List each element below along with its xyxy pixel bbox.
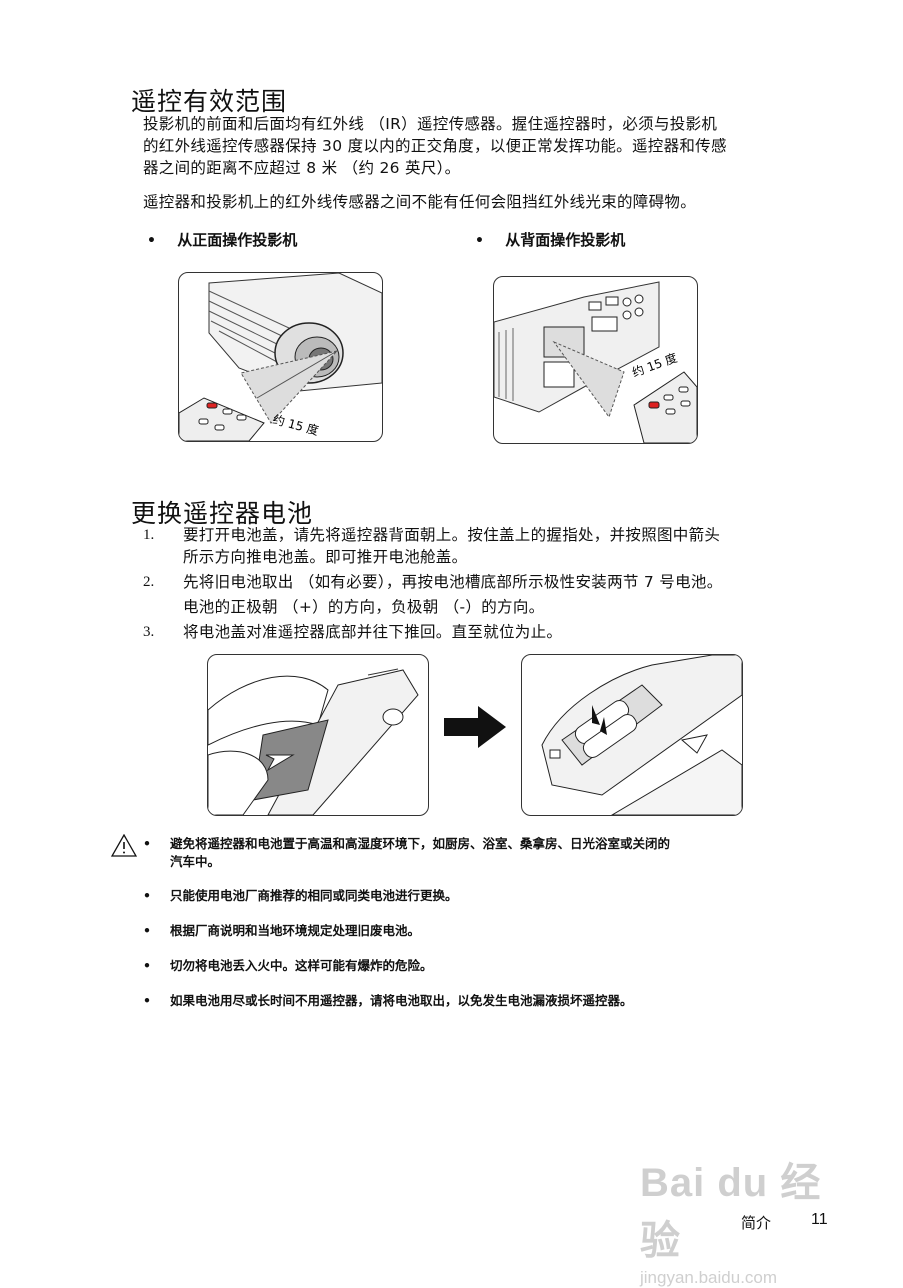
- paragraph-line: 的红外线遥控传感器保持 30 度以内的正交角度，以便正常发挥功能。遥控器和传感: [143, 137, 727, 155]
- note-item: • 根据厂商说明和当地环境规定处理旧废电池。: [143, 922, 823, 940]
- bullet: •: [147, 233, 156, 249]
- step-line: 将电池盖对准遥控器底部并往下推回。直至就位为止。: [183, 623, 563, 641]
- watermark-brand: Bai du 经验: [640, 1161, 822, 1263]
- battery-cover-illustration: [207, 654, 429, 816]
- caption-front: • 从正面操作投影机: [147, 229, 297, 250]
- bullet: •: [143, 993, 151, 1008]
- bullet: •: [143, 923, 151, 938]
- baidu-watermark: Bai du 经验 jingyan.baidu.com: [640, 1150, 860, 1287]
- step-line: 先将旧电池取出 （如有必要），再按电池槽底部所示极性安装两节 7 号电池。: [183, 573, 723, 591]
- bullet: •: [143, 958, 151, 973]
- remote-range-paragraph: 投影机的前面和后面均有红外线 （IR）遥控传感器。握住遥控器时，必须与投影机 的…: [143, 113, 843, 179]
- note-line: 汽车中。: [170, 854, 221, 869]
- step-number: 3.: [143, 624, 155, 640]
- step-line: 电池的正极朝 （+）的方向，负极朝 （-）的方向。: [183, 598, 545, 616]
- section-title-remote-range: 遥控有效范围: [131, 87, 288, 116]
- step-item: 2. 先将旧电池取出 （如有必要），再按电池槽底部所示极性安装两节 7 号电池。…: [143, 571, 843, 618]
- paragraph-line: 投影机的前面和后面均有红外线 （IR）遥控传感器。握住遥控器时，必须与投影机: [143, 115, 718, 133]
- step-number: 1.: [143, 527, 155, 543]
- note-item: • 只能使用电池厂商推荐的相同或同类电池进行更换。: [143, 887, 823, 905]
- note-item: • 如果电池用尽或长时间不用遥控器，请将电池取出，以免发生电池漏液损坏遥控器。: [143, 992, 823, 1010]
- battery-insert-illustration: [521, 654, 743, 816]
- note-item: • 切勿将电池丢入火中。这样可能有爆炸的危险。: [143, 957, 823, 975]
- arrow-right-icon: [444, 706, 506, 748]
- front-operation-illustration: 约 15 度: [178, 272, 383, 442]
- warning-triangle-icon: [111, 834, 137, 857]
- section-title-replace-battery: 更换遥控器电池: [131, 499, 314, 528]
- steps-list: 1. 要打开电池盖，请先将遥控器背面朝上。按住盖上的握指处，并按照图中箭头 所示…: [143, 524, 843, 643]
- note-item: • 避免将遥控器和电池置于高温和高湿度环境下，如厨房、浴室、桑拿房、日光浴室或关…: [143, 835, 823, 871]
- step-number: 2.: [143, 574, 155, 590]
- page-number: 11: [811, 1211, 828, 1228]
- footer-section-name: 简介: [741, 1214, 772, 1232]
- warning-notes: • 避免将遥控器和电池置于高温和高湿度环境下，如厨房、浴室、桑拿房、日光浴室或关…: [143, 835, 823, 1010]
- bullet: •: [143, 888, 151, 903]
- watermark-url: jingyan.baidu.com: [640, 1268, 778, 1287]
- note-line: 根据厂商说明和当地环境规定处理旧废电池。: [170, 923, 421, 938]
- step-item: 1. 要打开电池盖，请先将遥控器背面朝上。按住盖上的握指处，并按照图中箭头 所示…: [143, 524, 843, 568]
- caption-front-text: 从正面操作投影机: [177, 231, 298, 249]
- obstacle-paragraph: 遥控器和投影机上的红外线传感器之间不能有任何会阻挡红外线光束的障碍物。: [143, 193, 697, 211]
- note-line: 切勿将电池丢入火中。这样可能有爆炸的危险。: [170, 958, 433, 973]
- step-line: 要打开电池盖，请先将遥控器背面朝上。按住盖上的握指处，并按照图中箭头: [183, 526, 721, 544]
- step-item: 3. 将电池盖对准遥控器底部并往下推回。直至就位为止。: [143, 621, 843, 643]
- back-operation-illustration: 约 15 度: [493, 276, 698, 444]
- note-line: 避免将遥控器和电池置于高温和高湿度环境下，如厨房、浴室、桑拿房、日光浴室或关闭的: [170, 836, 671, 851]
- paragraph-line: 器之间的距离不应超过 8 米 （约 26 英尺）。: [143, 159, 461, 177]
- caption-back-text: 从背面操作投影机: [505, 231, 626, 249]
- note-line: 如果电池用尽或长时间不用遥控器，请将电池取出，以免发生电池漏液损坏遥控器。: [170, 993, 633, 1008]
- step-line: 所示方向推电池盖。即可推开电池舱盖。: [183, 548, 468, 566]
- caption-back: • 从背面操作投影机: [475, 229, 625, 250]
- bullet: •: [475, 233, 484, 249]
- note-line: 只能使用电池厂商推荐的相同或同类电池进行更换。: [170, 888, 458, 903]
- angle-label-front: 约 15 度: [271, 411, 320, 438]
- bullet: •: [143, 836, 151, 851]
